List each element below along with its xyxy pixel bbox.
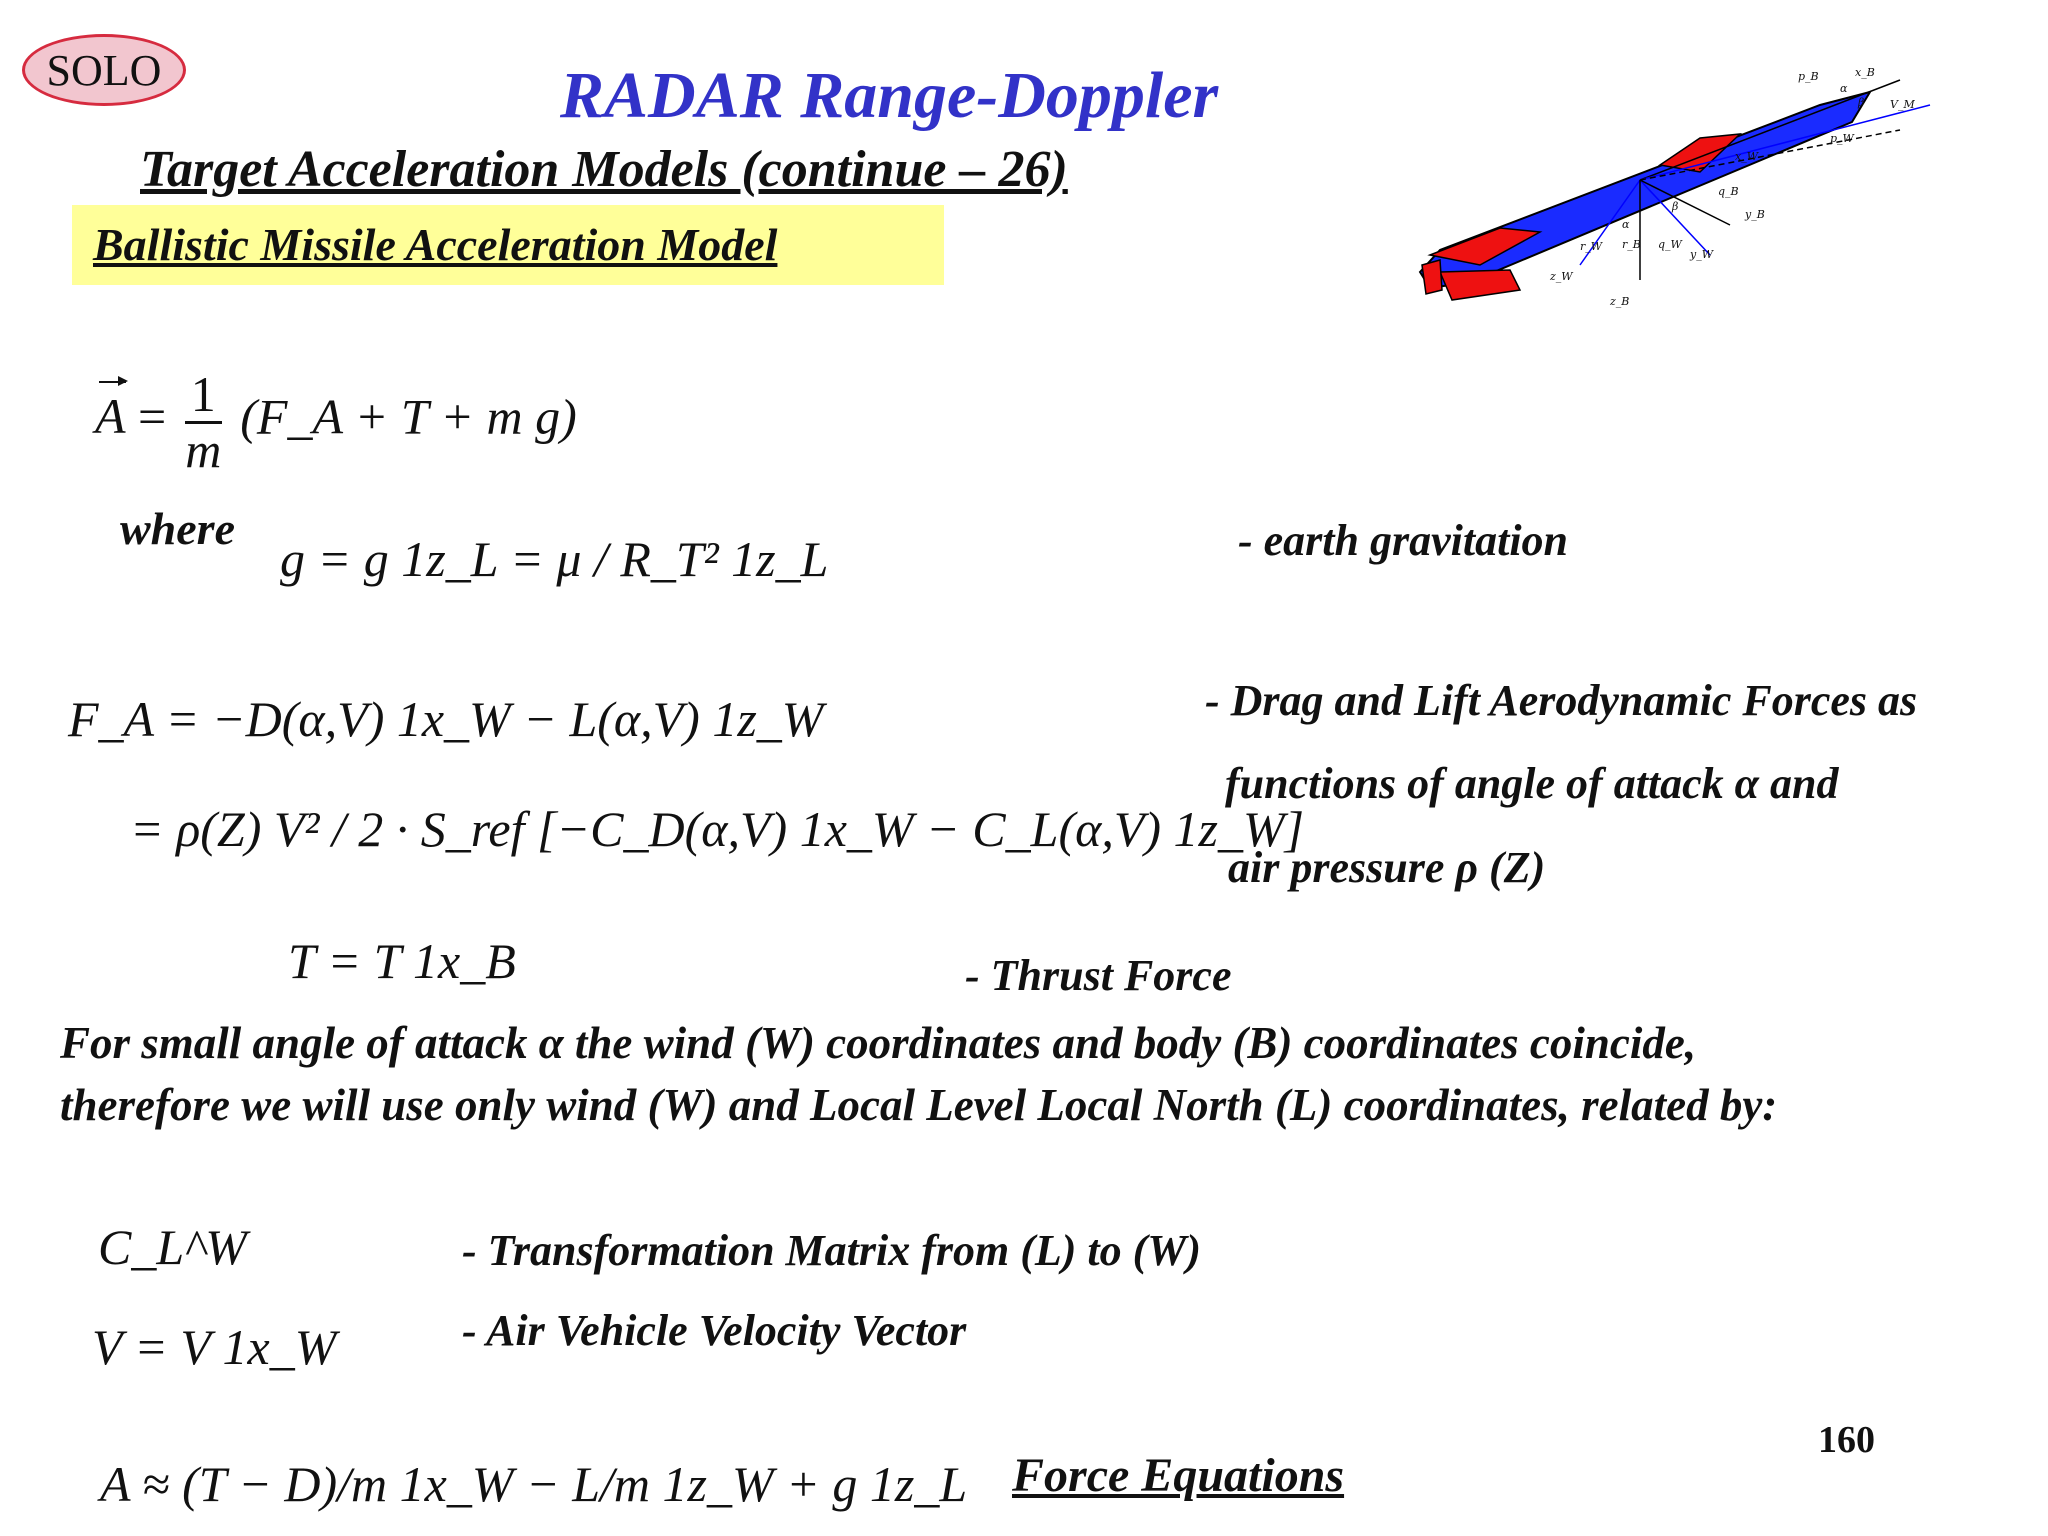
label-pb: p_B (1798, 70, 1819, 83)
desc-transform: - Transformation Matrix from (L) to (W) (462, 1226, 1202, 1275)
equation-force: A ≈ (T − D)/m 1x_W − L/m 1z_W + g 1z_L (100, 1456, 968, 1512)
slide-subtitle: Target Acceleration Models (continue – 2… (140, 141, 1068, 198)
desc-aero-2: functions of angle of attack α and (1225, 759, 1839, 808)
label-yw: y_W (1689, 248, 1715, 261)
fraction-1-over-m: 1 m (184, 368, 222, 478)
label-zw: z_W (1549, 270, 1574, 283)
accel-rhs: (F_A + T + m g) (240, 388, 577, 445)
missile-diagram: p_B x_B α β V_M p_W x_W q_B y_B β α r_W … (1418, 66, 1931, 308)
label-beta: β (1857, 96, 1864, 109)
label-yb: y_B (1744, 208, 1765, 221)
equation-thrust: T = T 1x_B (288, 933, 516, 989)
desc-aero-3: air pressure ρ (Z) (1228, 843, 1546, 892)
equation-aero-1: F_A = −D(α,V) 1x_W − L(α,V) 1z_W (68, 691, 824, 747)
label-xw: x_W (1735, 150, 1760, 163)
label-qw: q_W (1658, 238, 1684, 251)
badge-text: SOLO (46, 45, 162, 95)
section-title: Ballistic Missile Acceleration Model (93, 219, 778, 270)
missile-rear-fin-top (1427, 227, 1543, 266)
section-highlight (72, 205, 944, 285)
label-pw: p_W (1830, 132, 1856, 145)
missile-tail (1421, 259, 1443, 295)
slide-title: RADAR Range-Doppler (560, 59, 1219, 132)
paragraph-coordinates: For small angle of attack α the wind (W)… (60, 1018, 1778, 1130)
desc-thrust: - Thrust Force (965, 951, 1232, 1000)
frac-num: 1 (184, 368, 222, 424)
desc-gravity: - earth gravitation (1238, 516, 1569, 565)
equation-gravity: g = g 1z_L = μ / R_T² 1z_L (280, 531, 829, 587)
where-label: where (120, 503, 235, 554)
equation-acceleration: A = 1 m (F_A + T + m g) (95, 366, 577, 478)
label-xb: x_B (1855, 66, 1875, 79)
missile-front-fin (1658, 133, 1743, 173)
label-rb: r_B (1622, 238, 1641, 251)
label-vm: V_M (1890, 98, 1915, 111)
equation-velocity: V = V 1x_W (92, 1319, 337, 1375)
vec-a: A (95, 376, 128, 445)
equation-transform: C_L^W (98, 1219, 247, 1275)
label-beta2: β (1671, 200, 1678, 213)
force-equations-label: Force Equations (1012, 1449, 1345, 1502)
solo-badge: SOLO (22, 34, 186, 106)
page-number: 160 (1818, 1419, 1875, 1461)
label-zb: z_B (1609, 295, 1629, 308)
equation-aero-2: = ρ(Z) V² / 2 · S_ref [−C_D(α,V) 1x_W − … (130, 801, 1305, 857)
desc-velocity: - Air Vehicle Velocity Vector (462, 1306, 967, 1355)
frac-den: m (185, 421, 222, 478)
label-alpha: α (1840, 82, 1848, 95)
label-rw: r_W (1580, 240, 1604, 253)
desc-aero-1: - Drag and Lift Aerodynamic Forces as (1205, 676, 1918, 725)
label-qb: q_B (1718, 185, 1739, 198)
missile-rear-fin-bottom (1438, 269, 1522, 301)
label-alpha2: α (1622, 218, 1630, 231)
